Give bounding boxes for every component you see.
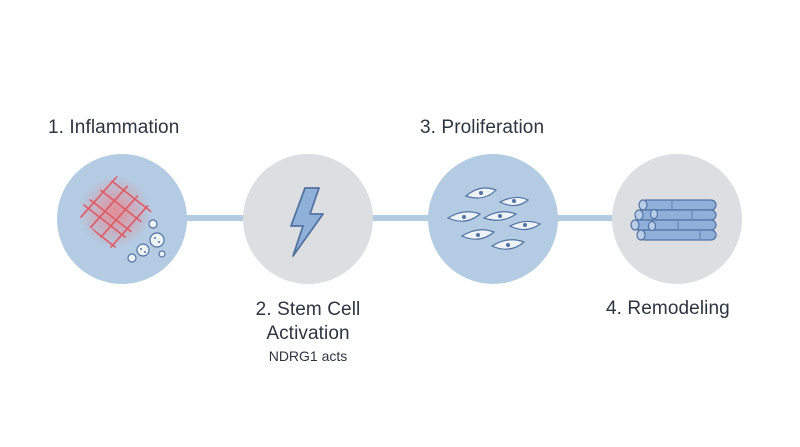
connector-3-4 bbox=[555, 215, 617, 221]
connector-2-3 bbox=[370, 215, 432, 221]
inflamed-tissue-icon bbox=[75, 176, 166, 263]
lightning-bolt-icon bbox=[290, 187, 324, 257]
stage-2-title: 2. Stem Cell Activation bbox=[228, 298, 388, 346]
connector-1-2 bbox=[185, 215, 247, 221]
stage-4-title: 4. Remodeling bbox=[606, 298, 730, 319]
muscle-fibers-icon bbox=[630, 199, 717, 241]
stage-2-subtitle: NDRG1 acts bbox=[268, 348, 348, 364]
stage-2-title-line1: 2. Stem Cell bbox=[255, 299, 361, 320]
stage-4-circle bbox=[612, 154, 742, 284]
stage-3-title: 3. Proliferation bbox=[420, 117, 545, 138]
stage-1-circle bbox=[57, 154, 187, 284]
dividing-cells-icon bbox=[446, 187, 542, 250]
stage-2-title-line2: Activation bbox=[266, 323, 350, 344]
stage-3-circle bbox=[428, 154, 558, 284]
stage-1-title: 1. Inflammation bbox=[48, 117, 180, 138]
stage-2-circle bbox=[243, 154, 373, 284]
